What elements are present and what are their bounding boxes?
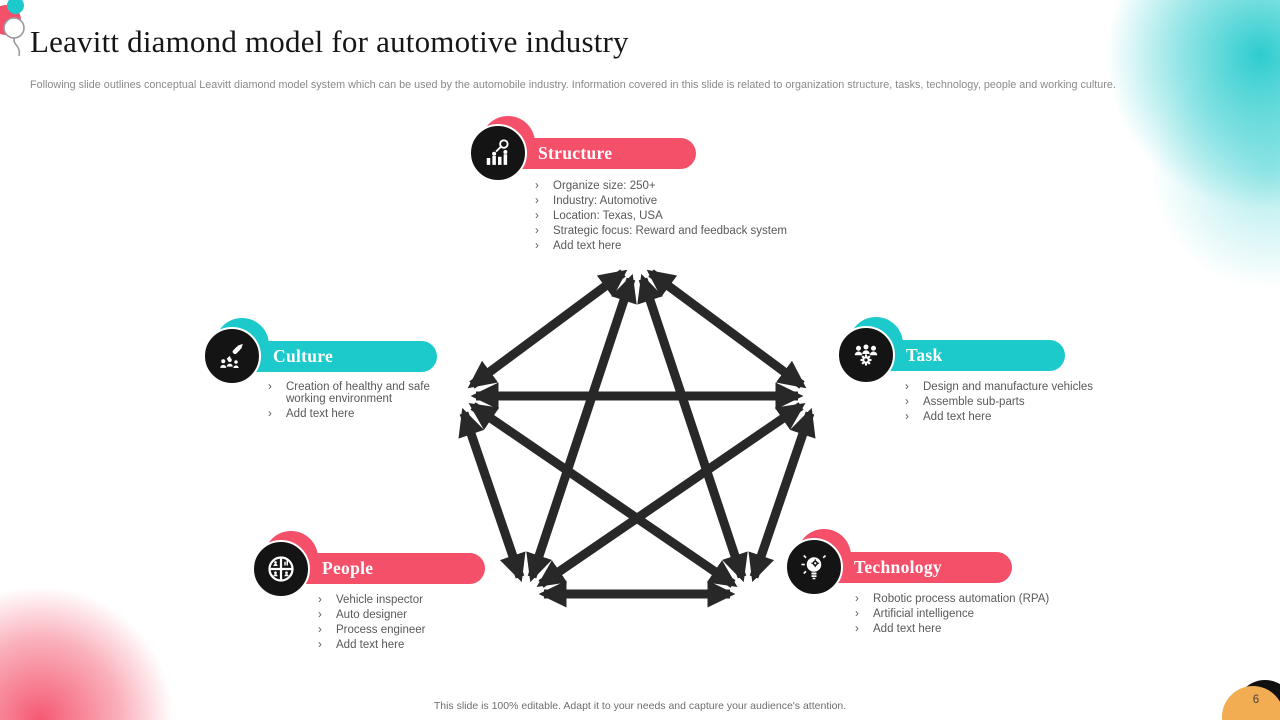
pill-task: Task xyxy=(868,340,1065,371)
list-item: ›Artificial intelligence xyxy=(855,607,974,620)
people-segments-icon xyxy=(252,540,310,598)
editable-note: This slide is 100% editable. Adapt it to… xyxy=(433,700,847,712)
list-item: ›Add text here xyxy=(535,239,622,252)
list-item: ›Design and manufacture vehicles xyxy=(905,381,1094,393)
list-item: ›Assemble sub-parts xyxy=(905,395,1025,408)
node-label: Task xyxy=(906,345,943,365)
list-item: ›Strategic focus: Reward and feedback sy… xyxy=(535,224,787,237)
page-number: 6 xyxy=(1252,694,1260,706)
org-chart-magnifier-icon xyxy=(469,124,527,182)
node-label: Structure xyxy=(538,143,613,163)
bulb-gear-icon xyxy=(785,538,843,596)
task-bullet-list: ›Design and manufacture vehicles ›Assemb… xyxy=(905,381,1145,426)
node-label: Culture xyxy=(273,346,334,366)
page-title: Leavitt diamond model for automotive ind… xyxy=(30,24,629,59)
list-item: ›Add text here xyxy=(318,638,405,651)
technology-bullet-list: ›Robotic process automation (RPA) ›Artif… xyxy=(855,593,1095,638)
rocket-people-icon xyxy=(203,327,261,385)
list-item: ›Add text here xyxy=(268,408,355,421)
node-label: People xyxy=(322,558,374,578)
culture-bullet-list: ›Creation of healthy and safe working en… xyxy=(268,381,468,423)
pill-culture: Culture xyxy=(235,341,437,372)
list-item: ›Vehicle inspector xyxy=(318,594,423,606)
page-subtitle: Following slide outlines conceptual Leav… xyxy=(30,79,1116,91)
list-item: ›Add text here xyxy=(855,622,942,635)
structure-bullet-list: ›Organize size: 250+ ›Industry: Automoti… xyxy=(535,180,835,254)
list-item: ›Location: Texas, USA xyxy=(535,209,663,222)
pill-technology: Technology xyxy=(816,552,1012,583)
list-item: ›Auto designer xyxy=(318,608,407,621)
pill-people: People xyxy=(284,553,485,584)
list-item: ›Process engineer xyxy=(318,623,426,636)
list-item: ›Organize size: 250+ xyxy=(535,180,656,192)
people-bullet-list: ›Vehicle inspector ›Auto designer ›Proce… xyxy=(318,594,518,654)
list-item: ›Robotic process automation (RPA) xyxy=(855,593,1050,605)
pill-structure: Structure xyxy=(500,138,696,169)
list-item: ›Industry: Automotive xyxy=(535,194,658,207)
team-gear-icon xyxy=(837,326,895,384)
list-item: ›Add text here xyxy=(905,410,992,423)
list-item: ›Creation of healthy and safe working en… xyxy=(268,381,430,406)
node-label: Technology xyxy=(854,557,942,577)
